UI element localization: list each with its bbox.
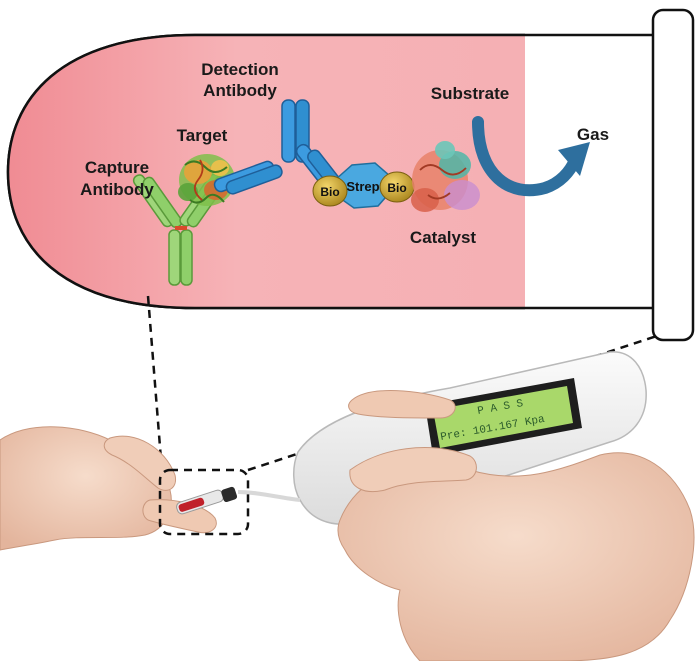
right-hand (337, 452, 695, 661)
label-strep: Strep (346, 179, 379, 194)
device-photo: P A S S Pre: 101.167 Kpa (0, 351, 695, 661)
lcd-screen (433, 386, 573, 448)
label-bio-right: Bio (387, 181, 406, 195)
tube-cap (651, 8, 695, 342)
right-index-finger (348, 390, 456, 419)
label-target: Target (177, 126, 228, 145)
label-bio-left: Bio (320, 185, 339, 199)
right-thumb (349, 447, 477, 493)
biotin-left-icon (312, 175, 348, 207)
label-capture-line2: Antibody (80, 180, 154, 199)
device-cable (237, 490, 301, 502)
sample-tube (176, 486, 238, 515)
catalyst-icon (411, 141, 480, 212)
label-detection-line2: Antibody (203, 81, 277, 100)
label-catalyst: Catalyst (410, 228, 476, 247)
label-capture-line1: Capture (85, 158, 149, 177)
label-detection-line1: Detection (201, 60, 278, 79)
label-gas: Gas (577, 125, 609, 144)
gas-arrow-icon (472, 116, 590, 197)
left-thumb (103, 435, 177, 491)
zoom-box (158, 468, 250, 536)
label-substrate: Substrate (431, 84, 509, 103)
